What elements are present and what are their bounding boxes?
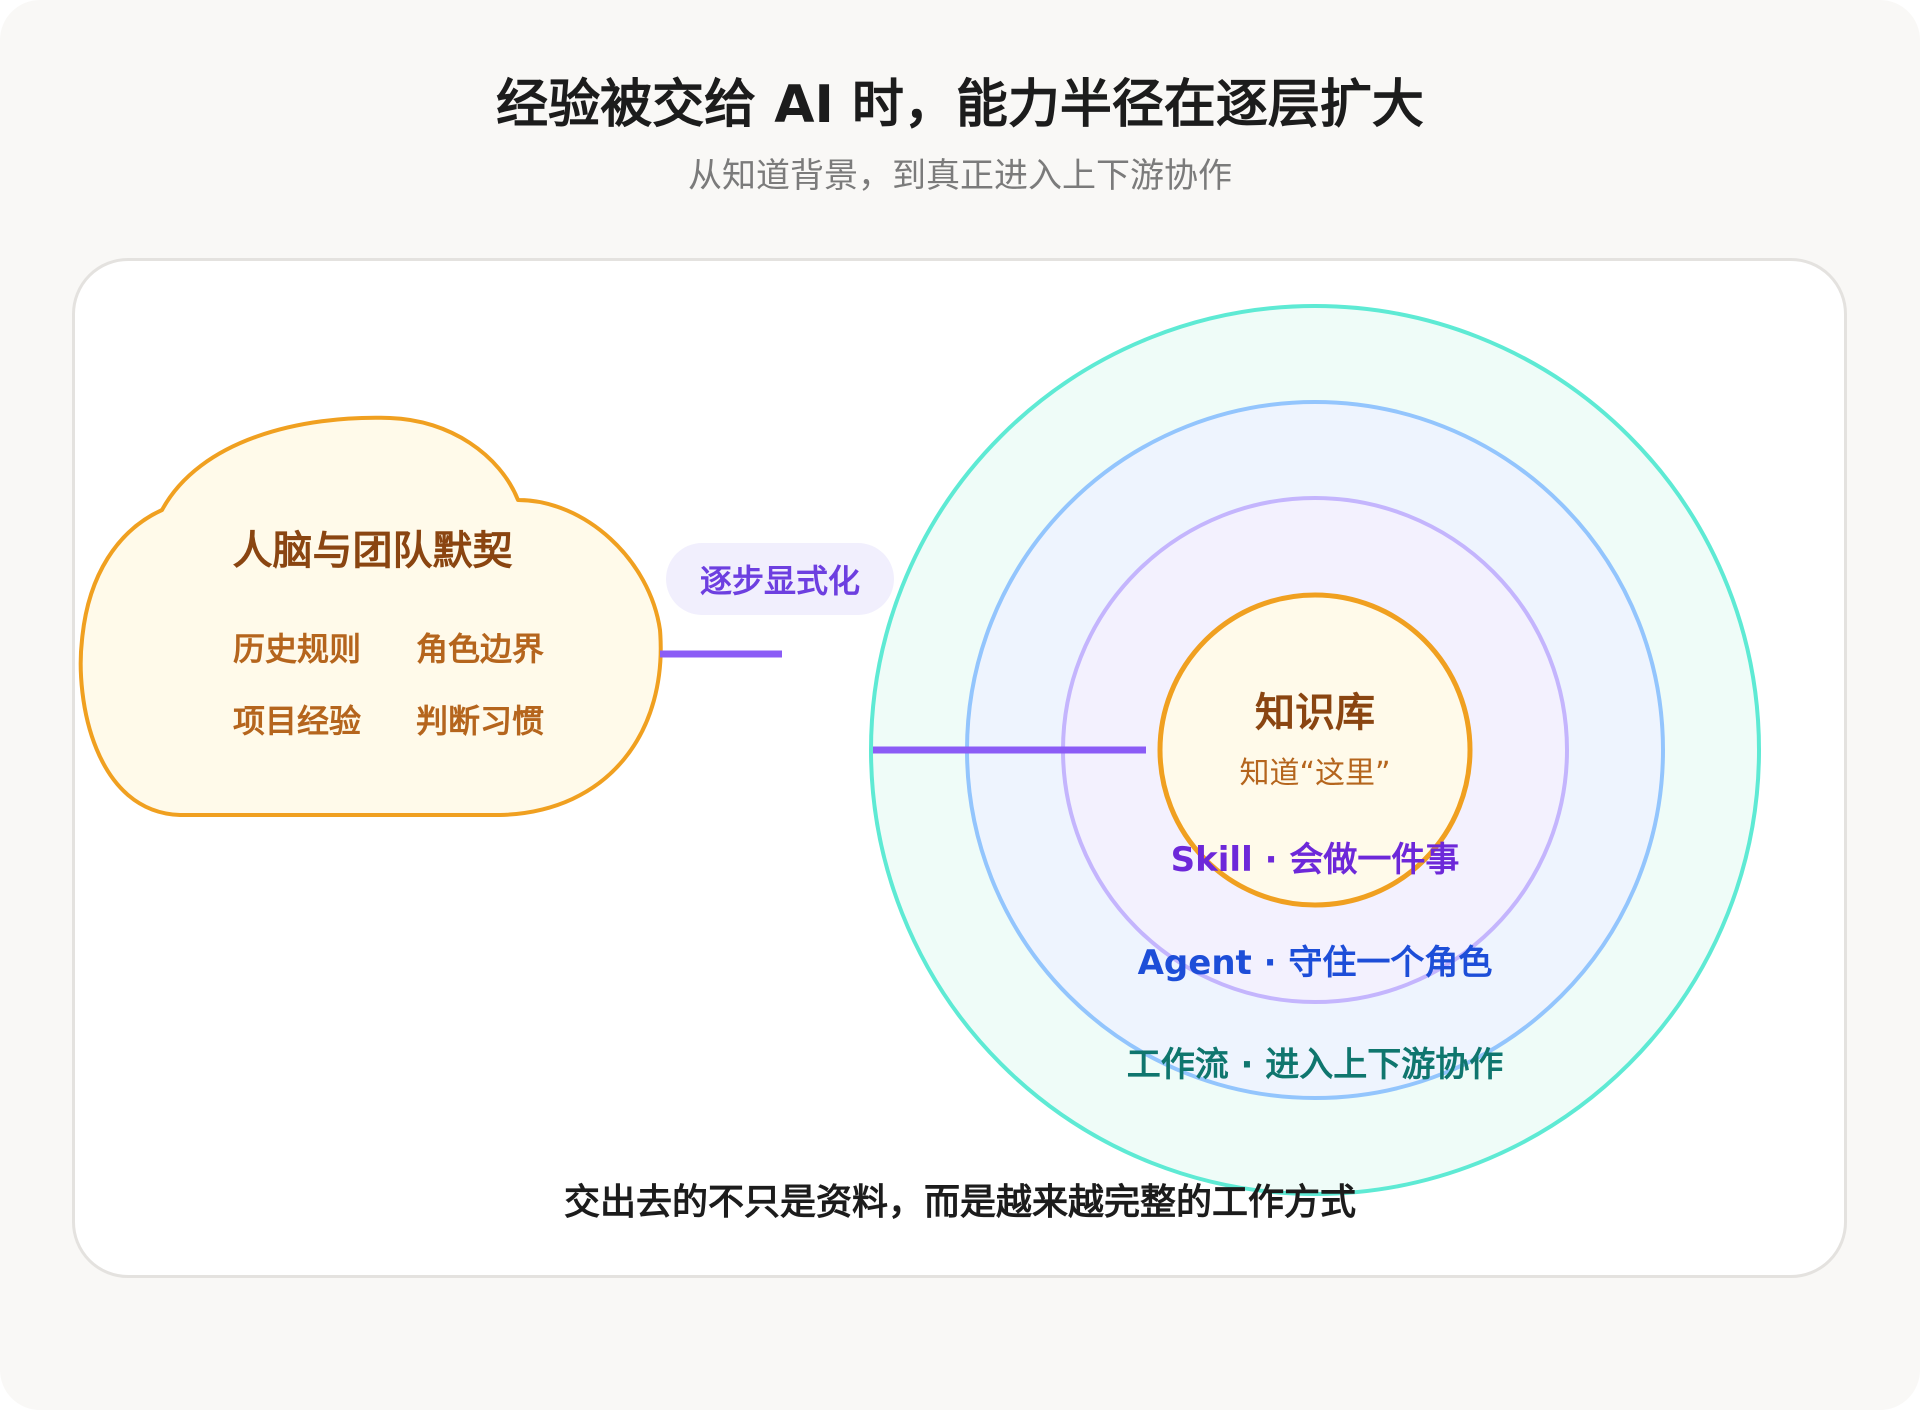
page-subtitle: 从知道背景，到真正进入上下游协作 <box>688 156 1232 196</box>
cloud-item-history-rules: 历史规则 <box>232 630 361 668</box>
ring-label-skill: Skill · 会做一件事 <box>1170 840 1460 880</box>
core-title: 知识库 <box>1255 690 1375 736</box>
footer-caption: 交出去的不只是资料，而是越来越完整的工作方式 <box>563 1182 1356 1223</box>
cloud-shape <box>78 415 663 817</box>
cloud-item-judgment-habits: 判断习惯 <box>415 702 544 740</box>
ring-label-agent: Agent · 守住一个角色 <box>1137 943 1493 983</box>
cloud-item-project-experience: 项目经验 <box>232 702 361 740</box>
core-knowledge-base <box>1157 592 1473 908</box>
page-title: 经验被交给 AI 时，能力半径在逐层扩大 <box>496 75 1424 135</box>
core-subtitle: 知道“这里” <box>1239 756 1391 791</box>
cloud-title: 人脑与团队默契 <box>232 528 513 574</box>
ring-label-workflow: 工作流 · 进入上下游协作 <box>1126 1045 1504 1085</box>
cloud-item-role-boundary: 角色边界 <box>415 630 544 668</box>
explicit-step-label: 逐步显式化 <box>666 543 894 615</box>
